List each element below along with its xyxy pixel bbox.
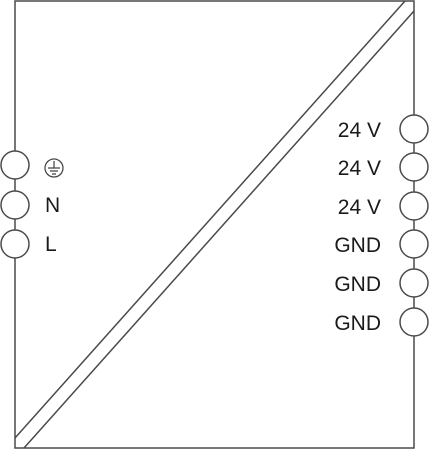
terminal-label-n: N xyxy=(45,194,60,217)
terminal-label-24v-2: 24 V xyxy=(338,157,381,180)
terminal-24v-1 xyxy=(399,114,429,144)
terminal-label-gnd-3: GND xyxy=(334,312,381,335)
diagonal-line-a xyxy=(14,0,406,439)
terminal-gnd-3 xyxy=(399,307,429,337)
diagonal-line-b xyxy=(23,10,415,449)
output-terminals: 24 V 24 V 24 V GND GND GND xyxy=(334,114,429,337)
terminal-24v-3 xyxy=(399,191,429,221)
terminal-label-l: L xyxy=(45,233,57,256)
terminal-label-24v-3: 24 V xyxy=(338,196,381,219)
terminal-24v-2 xyxy=(399,152,429,182)
terminal-label-gnd-1: GND xyxy=(334,234,381,257)
terminal-gnd-2 xyxy=(399,268,429,298)
terminal-label-24v-1: 24 V xyxy=(338,119,381,142)
terminal-n xyxy=(0,190,30,220)
terminal-label-gnd-2: GND xyxy=(334,273,381,296)
module-outline xyxy=(14,0,415,449)
terminal-pe xyxy=(0,150,30,180)
terminal-l xyxy=(0,229,30,259)
input-terminals: N L xyxy=(0,150,64,259)
ground-symbol-icon xyxy=(44,158,64,178)
terminal-gnd-1 xyxy=(399,229,429,259)
